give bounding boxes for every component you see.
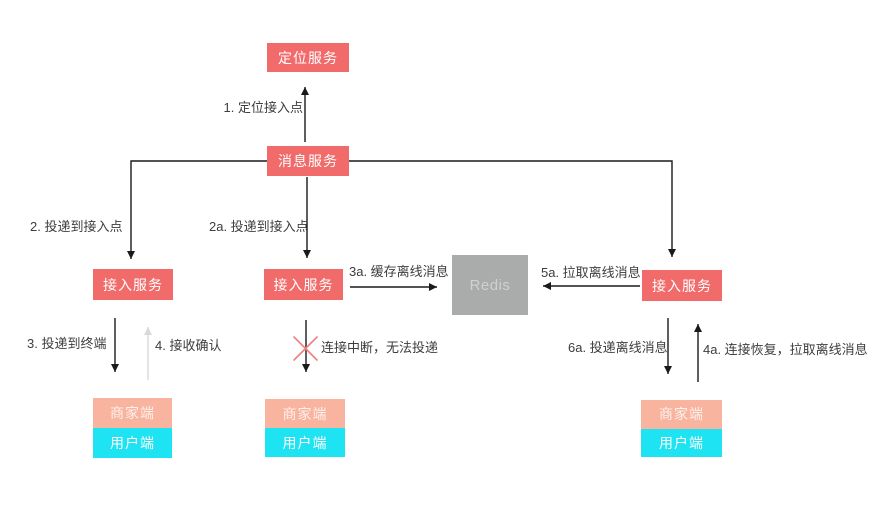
edge-label-step-3a: 3a. 缓存离线消息 [349,264,449,279]
node-user-client-right: 用户端 [641,428,722,457]
edge-label-step-6a: 6a. 投递离线消息 [568,340,668,355]
node-user-client-left: 用户端 [93,428,172,458]
connection-broken-x-icon [293,336,318,361]
node-merchant-client-left: 商家端 [93,398,172,428]
node-merchant-client-right: 商家端 [641,400,722,429]
edge-label-disconnect: 连接中断，无法投递 [321,340,439,355]
edge-label-step-4: 4. 接收确认 [155,338,222,353]
node-message-service: 消息服务 [267,146,349,176]
edge-label-step-2a: 2a. 投递到接入点 [209,219,309,234]
edge-label-step-5a: 5a. 拉取离线消息 [541,265,641,280]
arrow-deliver-to-right-access [349,160,676,257]
edge-label-step-1: 1. 定位接入点 [223,100,303,115]
edge-label-step-3: 3. 投递到终端 [27,336,107,351]
edge-label-step-4a: 4a. 连接恢复，拉取离线消息 [703,342,868,357]
node-merchant-client-middle: 商家端 [265,399,345,428]
terminal-stack-middle: 商家端 用户端 [265,399,345,457]
terminal-stack-left: 商家端 用户端 [93,398,172,458]
node-access-service-right: 接入服务 [642,270,722,301]
edge-label-step-2: 2. 投递到接入点 [30,219,123,234]
arrow-deliver-to-left-access [127,160,267,259]
node-redis: Redis [452,255,528,315]
node-access-service-left: 接入服务 [93,269,173,300]
node-access-service-middle: 接入服务 [264,269,343,300]
node-location-service: 定位服务 [267,43,349,72]
node-user-client-middle: 用户端 [265,428,345,457]
terminal-stack-right: 商家端 用户端 [641,400,722,457]
